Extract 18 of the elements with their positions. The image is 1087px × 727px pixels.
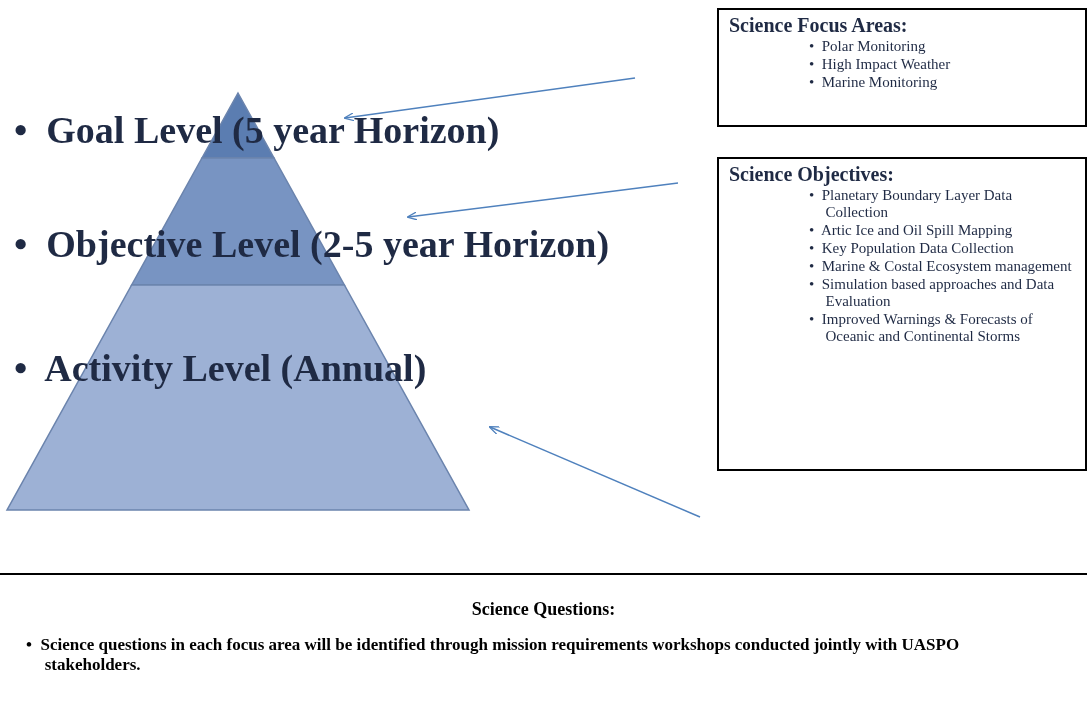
bullet-text: • Science questions in each focus area will be identified through mission requirements workshops conducted jointly with UASPO stakeholders.: [26, 635, 961, 675]
list-item: • Polar Monitoring: [809, 38, 927, 55]
section-heading: Science Questions:: [471, 599, 616, 619]
list-item: • Artic Ice and Oil Spill Mapping: [809, 222, 1014, 239]
list-item: • Simulation based approaches and Data Evaluation: [809, 276, 1056, 310]
list-item: • Marine Monitoring: [809, 74, 939, 91]
arrow: [488, 425, 701, 518]
list-item: • Marine & Costal Ecosystem management: [809, 258, 1073, 275]
list-box: [717, 157, 1087, 471]
list-box: [717, 8, 1087, 127]
box-heading: Science Objectives:: [729, 163, 894, 186]
box-heading: Science Focus Areas:: [729, 14, 908, 37]
list-item: • Planetary Boundary Layer Data Collection: [809, 187, 1014, 221]
arrow: [406, 182, 679, 221]
arrow: [343, 77, 636, 122]
list-item: • Key Population Data Collection: [809, 240, 1015, 257]
list-item: • High Impact Weather: [809, 56, 952, 73]
list-item: • Improved Warnings & Forecasts of Oceanic and Continental Storms: [809, 311, 1034, 345]
